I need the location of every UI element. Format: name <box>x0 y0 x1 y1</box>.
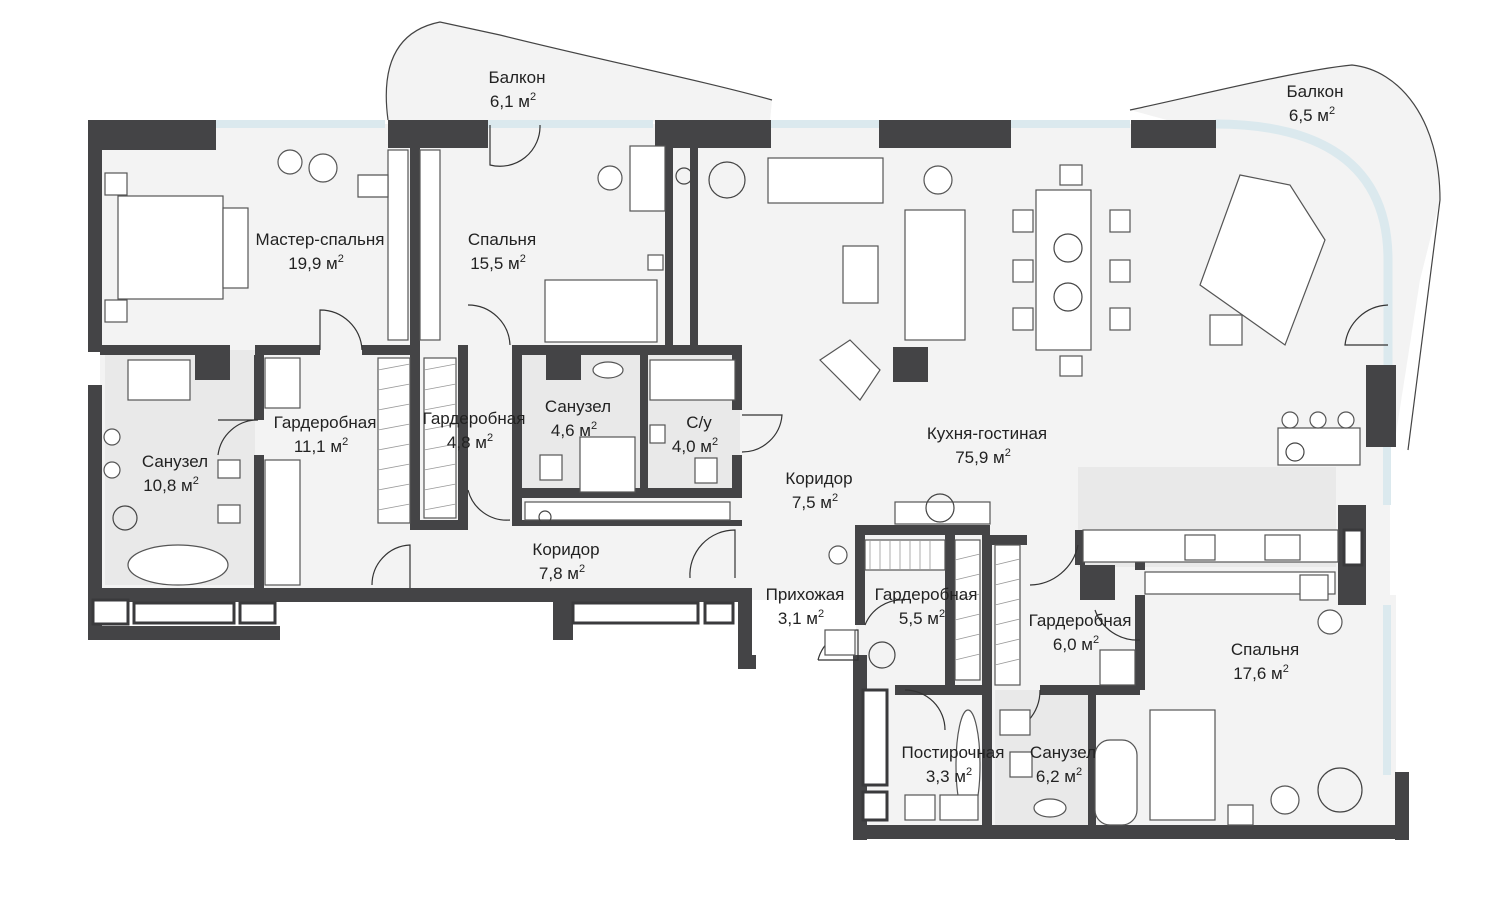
svg-text:10,8 м2: 10,8 м2 <box>143 475 199 495</box>
svg-text:6,5 м2: 6,5 м2 <box>1289 105 1335 125</box>
shower-3 <box>649 359 736 401</box>
room-label-corridor-2: Коридор 7,8 м2 <box>532 540 599 583</box>
svg-text:Гардеробная: Гардеробная <box>875 585 978 604</box>
svg-text:7,5 м2: 7,5 м2 <box>792 492 838 512</box>
svg-text:Кухня-гостиная: Кухня-гостиная <box>927 424 1047 443</box>
svg-text:15,5 м2: 15,5 м2 <box>470 253 526 273</box>
svg-text:4,0 м2: 4,0 м2 <box>672 436 718 456</box>
svg-text:Спальня: Спальня <box>468 230 536 249</box>
room-label-bathroom-1: Санузел 10,8 м2 <box>142 452 208 495</box>
floor-fill <box>100 21 1441 830</box>
balcony-2-floor <box>1130 65 1440 440</box>
bathtub-2 <box>1094 739 1138 826</box>
walls <box>88 120 1409 840</box>
room-labels: Балкон 6,1 м2 Балкон 6,5 м2 Мастер-спаль… <box>142 68 1344 786</box>
svg-text:19,9 м2: 19,9 м2 <box>288 253 344 273</box>
room-label-wc: С/у 4,0 м2 <box>672 413 718 456</box>
room-label-kitchen-living: Кухня-гостиная 75,9 м2 <box>927 424 1047 467</box>
svg-text:Постирочная: Постирочная <box>902 743 1005 762</box>
svg-text:Санузел: Санузел <box>545 397 611 416</box>
shower-2 <box>579 436 636 493</box>
svg-text:Гардеробная: Гардеробная <box>423 409 526 428</box>
svg-text:Гардеробная: Гардеробная <box>274 413 377 432</box>
room-label-bedroom-1: Спальня 15,5 м2 <box>468 230 536 273</box>
room-label-wardrobe-2: Гардеробная 4,8 м2 <box>423 409 526 452</box>
svg-text:Коридор: Коридор <box>785 469 852 488</box>
plant-icons <box>112 161 1363 813</box>
glazing <box>215 119 1393 775</box>
svg-text:17,6 м2: 17,6 м2 <box>1233 663 1289 683</box>
coffee-table <box>842 245 879 304</box>
room-label-corridor-1: Коридор 7,5 м2 <box>785 469 852 512</box>
room-label-balcony-2: Балкон 6,5 м2 <box>1286 82 1343 125</box>
svg-text:С/у: С/у <box>686 413 712 432</box>
svg-text:Санузел: Санузел <box>142 452 208 471</box>
room-label-bathroom-2: Санузел 4,6 м2 <box>545 397 611 440</box>
svg-text:6,1 м2: 6,1 м2 <box>490 91 536 111</box>
dining-table <box>1035 189 1092 351</box>
balcony-1-floor <box>386 22 772 122</box>
room-label-wardrobe-4: Гардеробная 6,0 м2 <box>1029 611 1132 654</box>
svg-text:75,9 м2: 75,9 м2 <box>955 447 1011 467</box>
svg-text:Гардеробная: Гардеробная <box>1029 611 1132 630</box>
room-label-master-bedroom: Мастер-спальня 19,9 м2 <box>255 230 384 273</box>
bathtub-1 <box>127 544 229 586</box>
room-label-laundry: Постирочная 3,3 м2 <box>902 743 1005 786</box>
kitchen-island <box>1277 427 1361 466</box>
room-label-wardrobe-3: Гардеробная 5,5 м2 <box>875 585 978 628</box>
svg-text:3,3 м2: 3,3 м2 <box>926 766 972 786</box>
bed-bedroom-2 <box>1149 709 1216 821</box>
svg-text:7,8 м2: 7,8 м2 <box>539 563 585 583</box>
sofa-2 <box>904 209 966 341</box>
svg-text:4,6 м2: 4,6 м2 <box>551 420 597 440</box>
svg-text:Коридор: Коридор <box>532 540 599 559</box>
room-label-bedroom-2: Спальня 17,6 м2 <box>1231 640 1299 683</box>
room-label-hallway: Прихожая 3,1 м2 <box>766 585 845 628</box>
svg-text:Санузел: Санузел <box>1030 743 1096 762</box>
svg-text:Мастер-спальня: Мастер-спальня <box>255 230 384 249</box>
svg-text:5,5 м2: 5,5 м2 <box>899 608 945 628</box>
wardrobe-shelves <box>264 149 1136 686</box>
svg-text:6,2 м2: 6,2 м2 <box>1036 766 1082 786</box>
svg-text:Балкон: Балкон <box>488 68 545 87</box>
svg-text:3,1 м2: 3,1 м2 <box>778 608 824 628</box>
svg-text:Балкон: Балкон <box>1286 82 1343 101</box>
sofa-1 <box>767 157 884 204</box>
armchair <box>819 339 881 401</box>
svg-text:4,8 м2: 4,8 м2 <box>447 432 493 452</box>
bed-bedroom-1 <box>544 279 658 343</box>
svg-text:11,1 м2: 11,1 м2 <box>294 436 348 456</box>
piano <box>1199 174 1326 346</box>
furniture <box>103 145 1361 826</box>
master-bed <box>117 195 224 300</box>
room-label-bathroom-3: Санузел 6,2 м2 <box>1030 743 1096 786</box>
svg-text:Прихожая: Прихожая <box>766 585 845 604</box>
svg-text:Спальня: Спальня <box>1231 640 1299 659</box>
svg-text:6,0 м2: 6,0 м2 <box>1053 634 1099 654</box>
room-label-wardrobe-1: Гардеробная 11,1 м2 <box>274 413 377 456</box>
room-label-balcony-1: Балкон 6,1 м2 <box>488 68 545 111</box>
shower-1 <box>127 359 191 401</box>
